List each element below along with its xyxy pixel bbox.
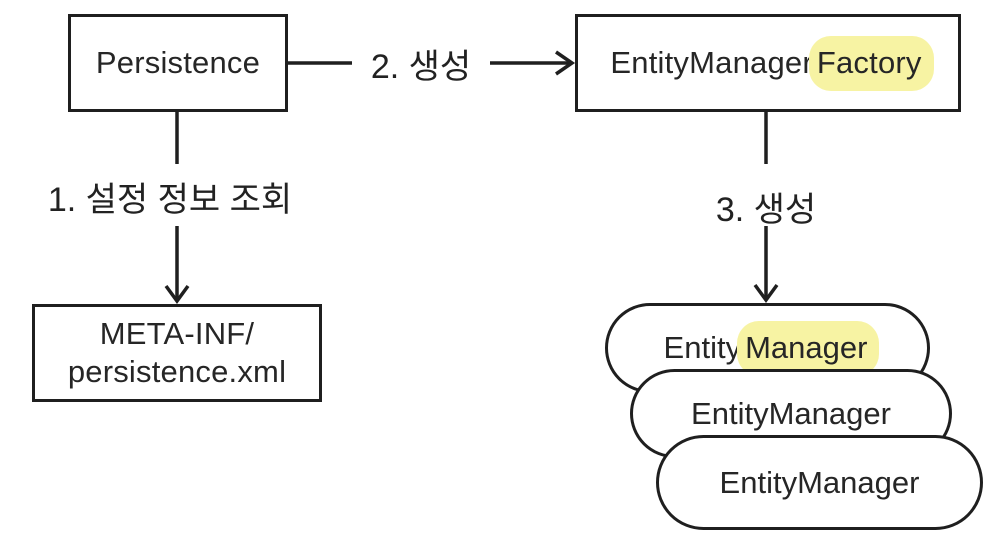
meta-inf-line1: META-INF/: [99, 316, 255, 351]
em3-label: EntityManager: [719, 464, 920, 500]
step2-edge-label: 2. 생성: [370, 47, 472, 86]
meta-inf-node: META-INF/ persistence.xml: [32, 304, 322, 402]
persistence-node: Persistence: [68, 14, 288, 112]
meta-inf-label: META-INF/ persistence.xml: [68, 315, 286, 391]
em2-label: EntityManager: [691, 395, 891, 431]
step1-arrowhead-icon: [164, 284, 190, 304]
emf-label-prefix: EntityManager: [610, 45, 813, 80]
emf-label-highlight: Factory: [808, 36, 934, 91]
meta-inf-line2: persistence.xml: [67, 354, 287, 389]
persistence-label: Persistence: [95, 45, 261, 80]
step3-edge-label: 3. 생성: [715, 190, 817, 229]
step2-arrowhead-icon: [555, 50, 576, 76]
entity-manager-node-3: EntityManager: [656, 435, 983, 530]
step3-arrowhead-icon: [753, 283, 779, 303]
em1-label-prefix: Entity: [663, 330, 742, 365]
em1-label-highlight: Manager: [737, 321, 880, 376]
step1-edge-label: 1. 설정 정보 조회: [47, 180, 293, 219]
